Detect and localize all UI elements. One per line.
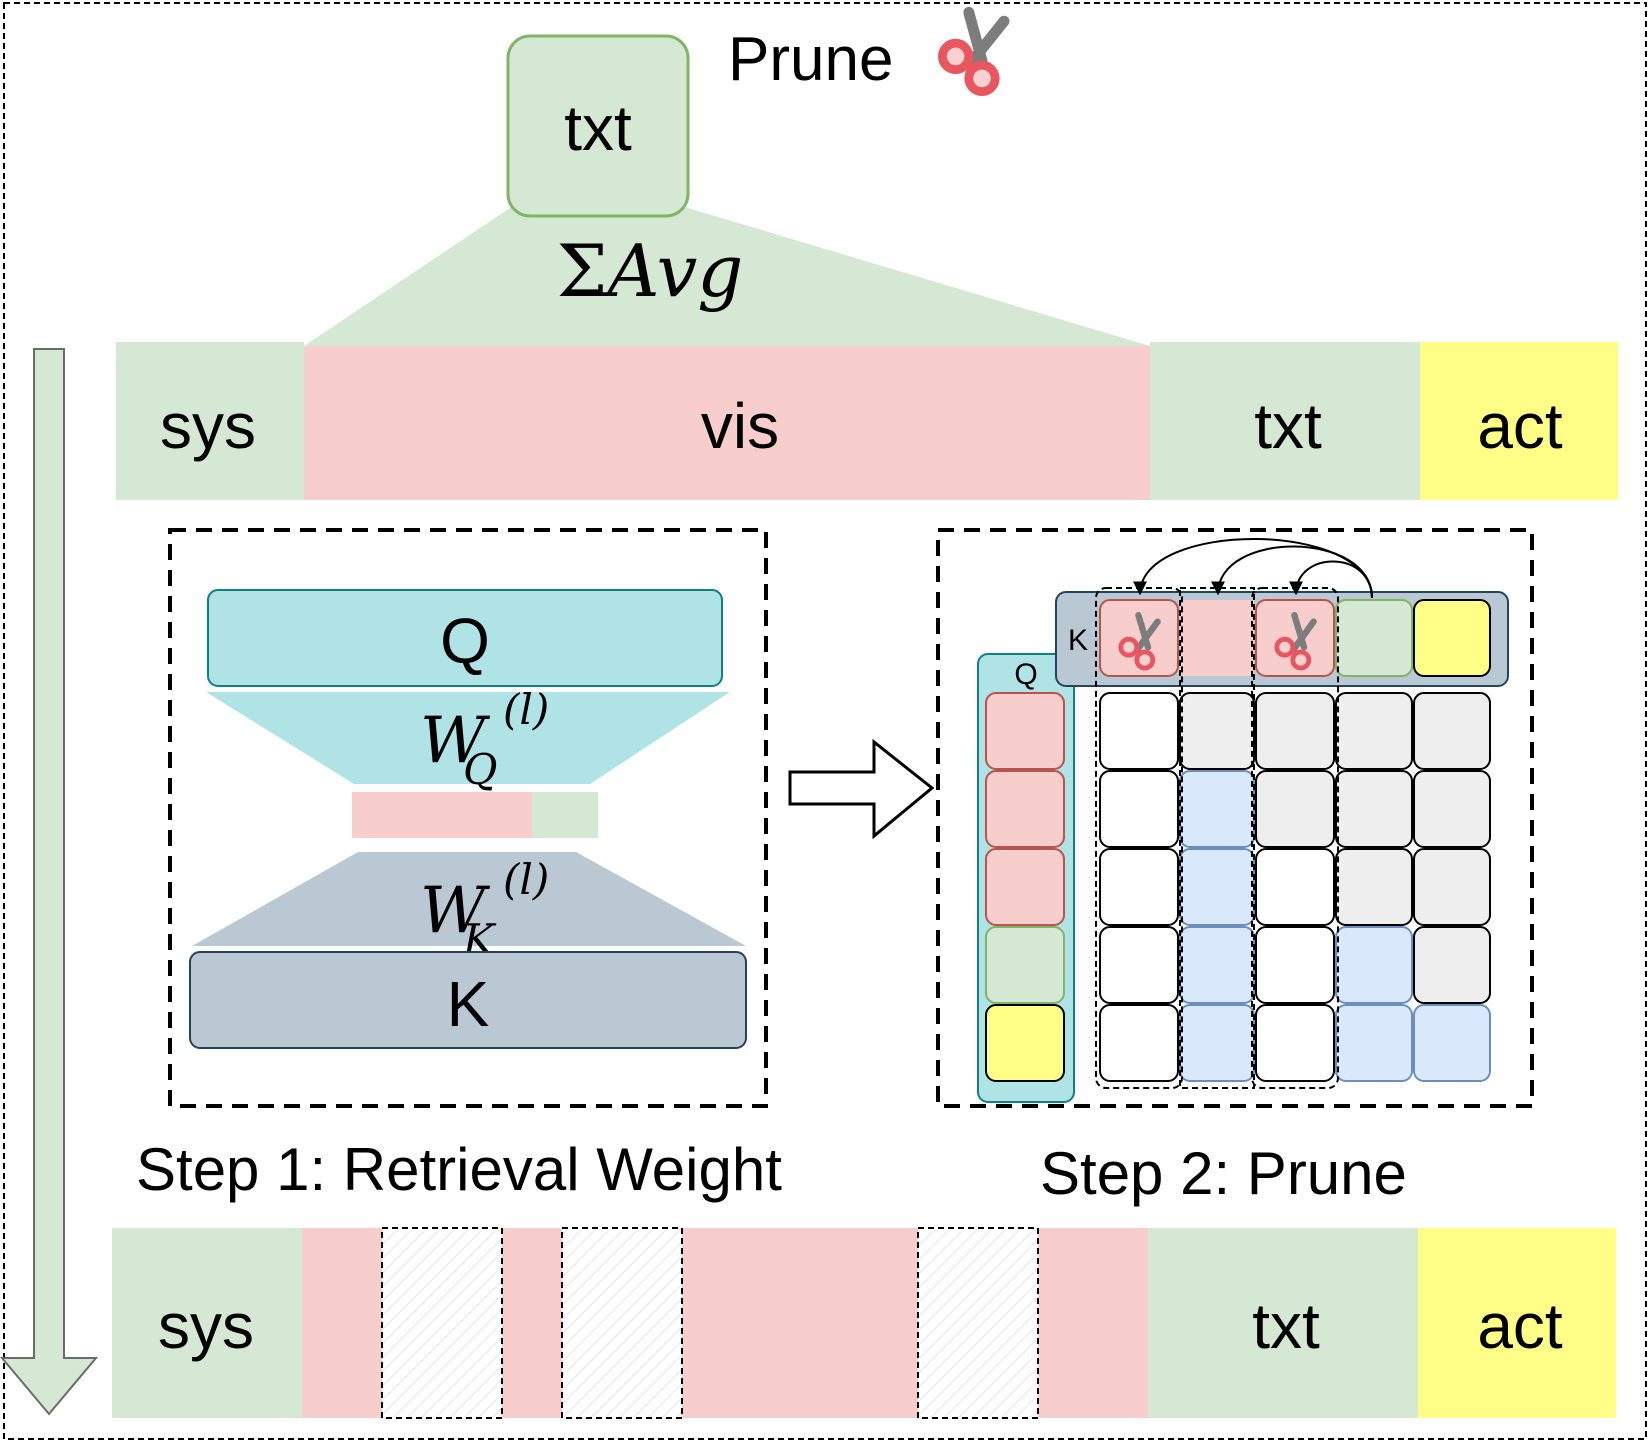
matrix-cell: [1099, 926, 1179, 1004]
step2-panel: [936, 528, 1534, 1108]
k-token-vis-2: [1180, 600, 1254, 676]
retrieval-weight-txt: [532, 792, 598, 838]
k-token-txt: [1335, 599, 1413, 677]
step2-caption: Step 2: Prune: [1040, 1140, 1407, 1207]
retrieval-arrow-3: [1289, 560, 1373, 599]
k-row-tokens: [1099, 599, 1491, 677]
top-txt-segment: [1150, 342, 1420, 500]
matrix-cell: [1413, 848, 1491, 926]
bottom-act-label: act: [1477, 1290, 1563, 1362]
k-block: [189, 951, 747, 1049]
q-token-vis-1: [985, 692, 1065, 770]
matrix-cell: [1335, 770, 1413, 848]
matrix-cell: [1335, 926, 1413, 1004]
matrix-cell: [1335, 848, 1413, 926]
wk-symbol: W: [420, 874, 491, 948]
pruned-column-outline-3: [1251, 587, 1339, 1089]
top-sys-label: sys: [160, 390, 256, 462]
wq-subscript: Q: [463, 745, 497, 794]
q-column-tokens: [985, 692, 1065, 1082]
aggregate-txt-token: [506, 34, 690, 218]
step-transition-arrow: [788, 738, 935, 840]
bottom-txt-segment: [1148, 1228, 1418, 1418]
top-vis-label: vis: [701, 390, 779, 462]
matrix-cell: [1099, 770, 1179, 848]
matrix-cell: [1413, 1004, 1491, 1082]
matrix-cell: [1413, 926, 1491, 1004]
q-token-vis-3: [985, 848, 1065, 926]
matrix-cell: [1179, 848, 1255, 926]
q-column-label: Q: [1014, 658, 1037, 691]
matrix-cell: [1335, 692, 1413, 770]
bottom-sys-label: sys: [158, 1290, 254, 1362]
matrix-cell: [1413, 770, 1491, 848]
sum-avg-formula: ΣAvg: [557, 229, 744, 313]
aggregate-txt-label: txt: [564, 92, 632, 164]
q-token-txt: [985, 926, 1065, 1004]
pruned-token-slot: [561, 1227, 683, 1419]
outer-frame: [3, 2, 1647, 1440]
top-txt-label: txt: [1254, 390, 1322, 462]
matrix-cell: [1255, 848, 1335, 926]
matrix-cell: [1179, 770, 1255, 848]
wq-symbol: W: [420, 704, 491, 778]
aggregation-fan: [304, 208, 1150, 346]
matrix-cell: [1255, 926, 1335, 1004]
wq-superscript: (l): [503, 685, 549, 734]
matrix-cell: [1099, 1004, 1179, 1082]
top-act-segment: [1420, 342, 1618, 500]
matrix-cell: [1413, 692, 1491, 770]
k-scissors-icon-1: [1118, 612, 1161, 671]
k-row-label: K: [1068, 624, 1088, 657]
scissors-icon: [938, 6, 1010, 97]
pruned-token-slot: [917, 1227, 1039, 1419]
k-scissors-icon-2: [1274, 612, 1317, 671]
k-token-act: [1413, 599, 1491, 677]
q-block: [207, 589, 723, 687]
bottom-token-sequence: sys txt act: [112, 1227, 1616, 1419]
prune-label: Prune: [728, 25, 893, 94]
q-token-act: [985, 1004, 1065, 1082]
wk-projection: [192, 852, 746, 946]
layer-flow-arrow: [0, 348, 99, 1416]
matrix-cell: [1255, 692, 1335, 770]
wq-projection: [206, 692, 730, 784]
top-vis-segment: [304, 346, 1150, 500]
step1-caption: Step 1: Retrieval Weight: [136, 1136, 782, 1203]
q-token-vis-2: [985, 770, 1065, 848]
top-token-sequence: sys vis txt act: [116, 342, 1618, 500]
matrix-cell: [1255, 770, 1335, 848]
matrix-cell: [1335, 1004, 1413, 1082]
step1-panel: [168, 528, 768, 1108]
matrix-cell: [1099, 848, 1179, 926]
column-outline-2: [1179, 587, 1255, 1089]
matrix-cell: [1179, 1004, 1255, 1082]
bottom-sys-segment: [112, 1228, 302, 1418]
wk-superscript: (l): [503, 855, 549, 904]
retrieval-weight-vis: [352, 792, 532, 838]
top-act-label: act: [1477, 390, 1563, 462]
pruned-token-slot: [381, 1227, 503, 1419]
top-sys-segment: [116, 342, 304, 500]
matrix-cell: [1255, 1004, 1335, 1082]
matrix-cell: [1099, 692, 1179, 770]
bottom-txt-label: txt: [1252, 1290, 1320, 1362]
q-block-label: Q: [440, 605, 490, 677]
matrix-cell: [1179, 692, 1255, 770]
retrieval-arrows: [1133, 538, 1373, 599]
bottom-act-segment: [1418, 1228, 1616, 1418]
retrieval-arrow-2: [1211, 545, 1373, 599]
k-block-label: K: [447, 968, 490, 1040]
matrix-cell: [1179, 926, 1255, 1004]
attention-matrix: [1099, 692, 1491, 1082]
retrieval-arrow-1: [1133, 538, 1373, 599]
pruned-column-outline-1: [1095, 587, 1183, 1089]
